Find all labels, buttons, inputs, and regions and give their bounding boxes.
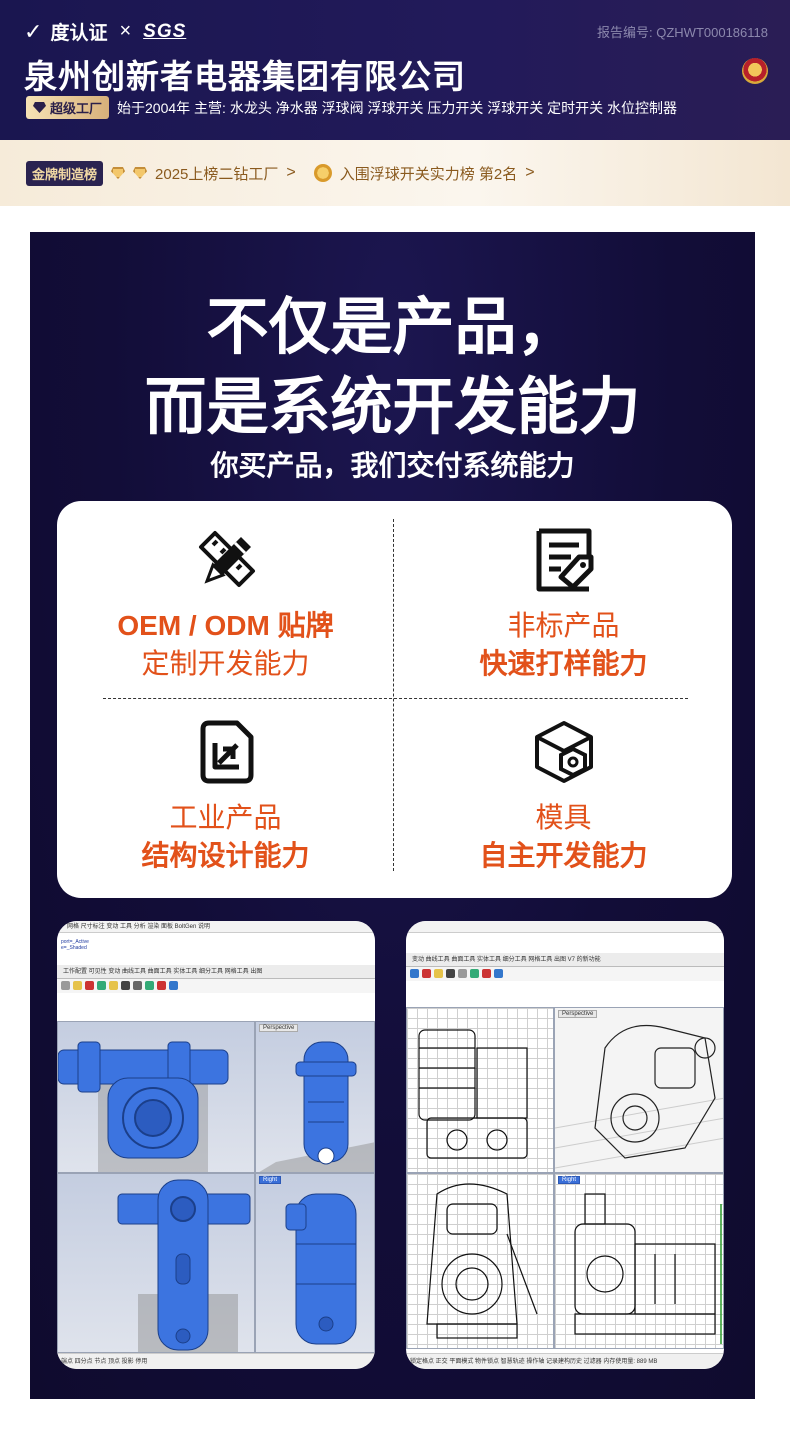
ranking-link-float-switch[interactable]: 入围浮球开关实力榜 第2名 [339, 165, 518, 183]
cad-toolbar-tabs: 变动 曲线工具 曲面工具 实体工具 细分工具 网格工具 出图 V7 的新功能 [406, 953, 724, 967]
viewport-label: Perspective [558, 1010, 598, 1018]
subheadline: 你买产品，我们交付系统能力 [210, 450, 575, 481]
ranking-link-two-diamond[interactable]: 2025上榜二钻工厂 [155, 165, 279, 183]
baidu-certification-label: 度认证 [50, 23, 108, 44]
capability-title: 工业产品 [169, 802, 282, 833]
gold-manufacturer-badge: 金牌制造榜 [26, 160, 104, 186]
viewport-label: Perspective [259, 1024, 299, 1032]
cad-screenshot-wireframe: 变动 曲线工具 曲面工具 实体工具 细分工具 网格工具 出图 V7 的新功能 [406, 921, 724, 1369]
ranking-bar: 金牌制造榜 2025上榜二钻工厂 > 入围浮球开关实力榜 第2名 > [0, 140, 790, 206]
gem-icon [33, 102, 46, 113]
vertical-divider [393, 519, 394, 871]
viewport-front [406, 1173, 554, 1349]
capability-subtitle: 自主开发能力 [479, 840, 648, 871]
capability-title: 非标产品 [507, 610, 620, 641]
capability-title: OEM / ODM 贴牌 [117, 610, 334, 641]
box-gear-icon [531, 719, 597, 785]
viewport-top [406, 1007, 554, 1173]
viewport-perspective: Perspective [554, 1007, 724, 1173]
horizontal-divider [103, 698, 688, 699]
cad-viewports: Perspective [406, 1007, 724, 1349]
capability-oem-odm: OEM / ODM 贴牌 定制开发能力 [57, 527, 394, 683]
capability-subtitle: 快速打样能力 [479, 648, 648, 679]
capability-mold: 模具 自主开发能力 [395, 719, 732, 875]
capability-industrial-design: 工业产品 结构设计能力 [57, 719, 394, 875]
report-number: 报告编号: QZHWT000186118 [597, 25, 768, 40]
super-factory-badge: 超级工厂 [26, 96, 110, 119]
main-business-text: 始于2004年 主营: 水龙头 净水器 浮球阀 浮球开关 压力开关 浮球开关 定… [117, 99, 678, 116]
store-header: ✓ 度认证 × SGS 报告编号: QZHWT000186118 泉州创新者电器… [0, 0, 790, 140]
cad-tool-icons [406, 967, 724, 981]
diamond-icon [133, 167, 148, 179]
cad-tool-icons [57, 979, 375, 993]
viewport-right: Right [554, 1173, 724, 1349]
chevron-right-icon[interactable]: > [286, 164, 296, 181]
medal-icon [313, 164, 332, 182]
headline-line-2: 而是系统开发能力 [144, 373, 641, 442]
cad-toolbar-tabs: 工作配置 可见性 变动 曲线工具 曲面工具 实体工具 细分工具 网格工具 出图 [57, 965, 375, 979]
chevron-right-icon[interactable]: > [525, 164, 535, 181]
certification-row[interactable]: ✓ 度认证 × SGS [24, 18, 186, 45]
capability-subtitle: 定制开发能力 [141, 648, 310, 679]
capability-panel: 不仅是产品， 而是系统开发能力 你买产品，我们交付系统能力 [30, 232, 755, 1399]
document-tag-icon [531, 527, 597, 593]
cad-command-line: port=_Active [61, 939, 89, 945]
viewport-label: Right [558, 1176, 581, 1184]
headline-line-1: 不仅是产品， [206, 293, 579, 362]
cad-screenshot-blue-model: 网格 尺寸标注 变动 工具 分析 渲染 面板 BoltGen 说明 port=_… [57, 921, 375, 1369]
viewport-perspective: Perspective [255, 1021, 375, 1173]
cad-menubar: 网格 尺寸标注 变动 工具 分析 渲染 面板 BoltGen 说明 [57, 921, 375, 933]
cad-command-history: port=_Active e=_Shaded [57, 933, 375, 965]
capability-subtitle: 结构设计能力 [141, 840, 310, 871]
cad-menubar [406, 921, 724, 933]
cad-command-history [406, 933, 724, 953]
cad-viewports: Perspective [57, 1021, 375, 1353]
super-factory-label: 超级工厂 [50, 101, 103, 116]
viewport-top [57, 1021, 255, 1173]
blueprint-icon [193, 719, 259, 785]
viewport-label: Right [259, 1176, 282, 1184]
cad-statusbar: 锁定格点 正交 平面模式 物件锁点 智慧轨迹 操作轴 记录建构历史 过滤器 内存… [406, 1353, 724, 1369]
capability-non-standard: 非标产品 快速打样能力 [395, 527, 732, 683]
viewport-front [57, 1173, 255, 1353]
sgs-logo: SGS [143, 20, 187, 42]
check-icon: ✓ [24, 18, 43, 44]
cad-statusbar: 端点 四分点 节点 顶点 投影 停用 [57, 1353, 375, 1369]
capability-title: 模具 [535, 802, 592, 833]
viewport-right: Right [255, 1173, 375, 1353]
capability-card: OEM / ODM 贴牌 定制开发能力 非标产品 快速打样能力 [57, 501, 732, 898]
diamond-icon [111, 167, 126, 179]
company-info-row: 超级工厂 始于2004年 主营: 水龙头 净水器 浮球阀 浮球开关 压力开关 浮… [26, 96, 677, 119]
police-emblem-icon [742, 58, 768, 84]
company-name: 泉州创新者电器集团有限公司 [24, 58, 466, 95]
pencil-ruler-icon [193, 527, 259, 593]
cross-icon: × [119, 20, 132, 42]
cad-command-line: e=_Shaded [61, 945, 87, 951]
